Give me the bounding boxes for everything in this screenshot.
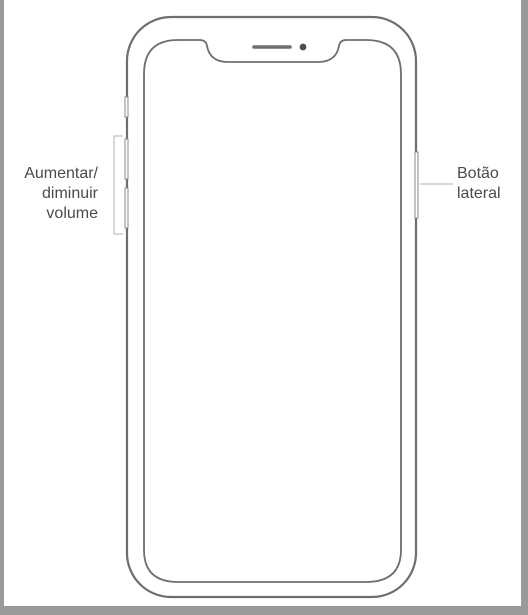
iphone-outline-diagram [113, 15, 453, 599]
diagram-canvas: Aumentar/ diminuir volume Botão lateral [4, 0, 521, 606]
side-button [414, 151, 419, 219]
volume-down-button [124, 187, 129, 229]
front-camera-icon [299, 43, 307, 51]
volume-leader-bracket [113, 135, 123, 235]
phone-body-outline [125, 15, 418, 599]
volume-buttons-label: Aumentar/ diminuir volume [24, 165, 98, 222]
volume-up-button [124, 138, 129, 180]
silent-switch [124, 96, 129, 118]
side-button-label: Botão lateral [457, 165, 501, 202]
screen-outline-with-notch [143, 39, 402, 583]
